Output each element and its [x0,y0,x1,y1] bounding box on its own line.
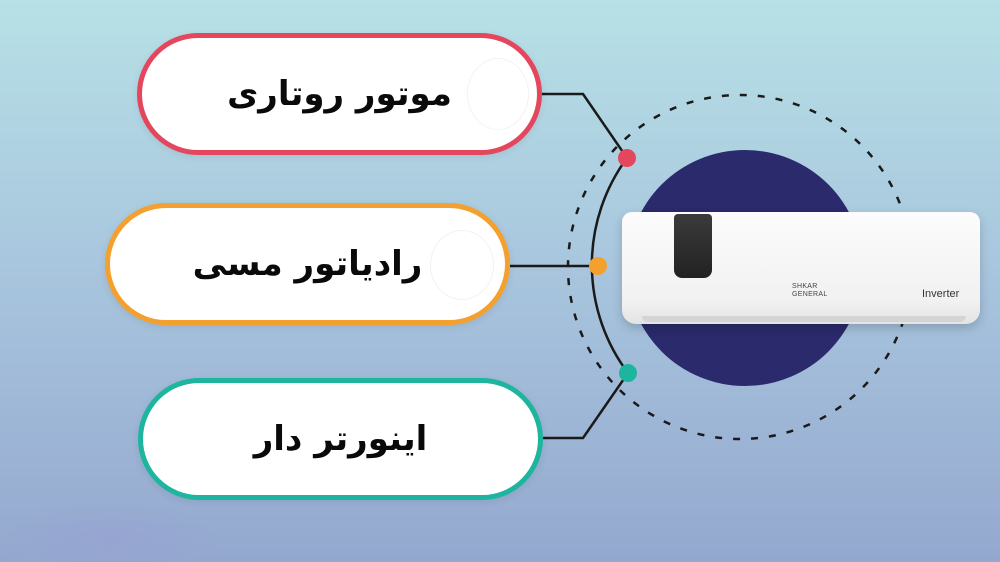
feature-label-3: اینورتر دار [253,419,428,459]
ac-display-panel [674,214,712,278]
feature-pill-inverter: اینورتر دار [138,378,543,500]
brand-line-1: SHKAR [792,283,818,290]
connector-dot-3 [619,364,637,382]
connector-line-1 [542,92,629,159]
decorative-ghost-circle [467,58,529,130]
connector-dot-1 [618,149,636,167]
connector-dot-2 [589,257,607,275]
brand-line-2: GENERAL [792,291,828,298]
background-glow [0,500,220,562]
air-conditioner-unit-image: SHKAR GENERAL Inverter [622,212,980,324]
decorative-ghost-circle [430,230,494,300]
feature-label-1: موتور روتاری [227,74,452,114]
feature-pill-rotary-motor: موتور روتاری [137,33,542,155]
feature-pill-copper-radiator: رادیاتور مسی [105,203,510,325]
ac-air-outlet [642,316,966,322]
feature-label-2: رادیاتور مسی [192,244,423,284]
ac-brand-logo: SHKAR GENERAL [792,283,828,299]
connector-line-3 [543,372,630,440]
ac-inverter-badge: Inverter [922,288,960,300]
